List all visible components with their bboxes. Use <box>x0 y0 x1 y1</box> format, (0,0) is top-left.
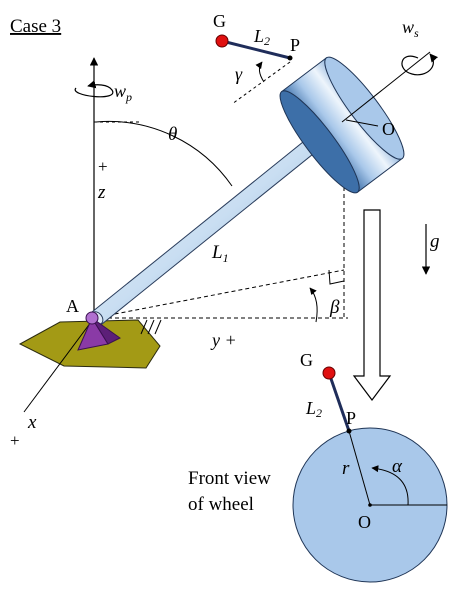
case-label: Case 3 <box>10 16 61 37</box>
label-ws: ws <box>402 17 419 40</box>
projection-line <box>93 269 345 319</box>
rod-L1 <box>90 137 319 325</box>
ground-hatch <box>140 319 162 335</box>
label-O-front: O <box>358 512 371 532</box>
wheel-disk <box>279 56 405 194</box>
label-A: A <box>66 296 79 316</box>
point-P-front <box>346 428 352 434</box>
label-G-front: G <box>300 350 313 370</box>
wp-precession-arrow <box>74 80 114 98</box>
spin-axis <box>341 51 431 123</box>
label-front-view-1: Front view <box>188 468 271 489</box>
view-arrow <box>352 209 392 401</box>
label-O-top: O <box>382 119 395 139</box>
label-L1: L1 <box>211 242 229 265</box>
mass-G-front <box>322 366 336 380</box>
pivot <box>77 311 121 351</box>
label-g: g <box>430 231 440 252</box>
link-L2-top <box>221 39 291 60</box>
label-y: y + <box>210 330 237 350</box>
theta-arc <box>95 120 233 187</box>
alpha-arc <box>371 465 409 506</box>
label-P-top: P <box>290 35 300 55</box>
gamma-arc <box>255 61 265 83</box>
label-z-plus: + <box>98 157 108 176</box>
label-x: x <box>27 412 37 433</box>
label-beta: β <box>329 297 340 318</box>
label-wp: wp <box>114 81 132 104</box>
label-theta: θ <box>168 124 177 145</box>
label-L2-top: L2 <box>253 26 270 48</box>
front-radius-r <box>348 430 371 506</box>
label-z: z <box>97 182 106 203</box>
x-axis <box>23 317 95 413</box>
link-L2-front <box>327 372 351 432</box>
center-O-front <box>368 503 372 507</box>
label-x-plus: + <box>10 431 20 450</box>
label-r: r <box>342 458 350 479</box>
ws-spin-arrow <box>401 53 439 76</box>
right-angle-mark <box>328 269 345 285</box>
label-L2-front: L2 <box>305 398 322 420</box>
mass-G-top <box>215 34 229 48</box>
label-alpha: α <box>392 456 403 477</box>
label-G-top: G <box>213 11 226 31</box>
beta-arc <box>309 287 318 323</box>
point-P-top <box>287 55 293 61</box>
label-front-view-2: of wheel <box>188 494 254 515</box>
label-P-front: P <box>346 408 356 428</box>
O-pointer <box>345 119 379 127</box>
label-gamma: γ <box>235 64 243 84</box>
